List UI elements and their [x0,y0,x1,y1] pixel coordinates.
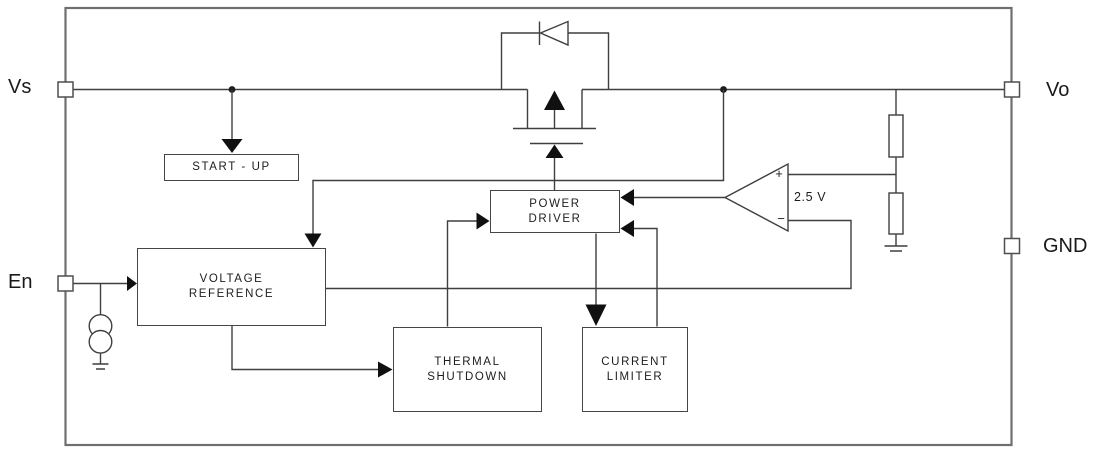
thermal-shutdown-label-line2: SHUTDOWN [427,370,508,383]
driver-to-limiter-wire [585,233,607,326]
power-driver-label-line2: DRIVER [528,212,582,225]
current-limiter-block: CURRENT LIMITER [582,327,688,412]
amp-output-wire [620,189,725,206]
thermal-shutdown-block: THERMAL SHUTDOWN [393,327,542,412]
current-limiter-label-line1: CURRENT [601,355,669,368]
amp-noninverting-sign: + [775,166,783,181]
reference-output-wire [326,219,852,290]
vs-pin [57,81,74,98]
amp-inverting-sign: − [777,211,785,226]
voltage-reference-label-line1: VOLTAGE [199,273,264,285]
en-pin-label: En [8,271,33,293]
enable-wire [73,276,137,291]
vs-pin-label: Vs [8,76,32,98]
body-diode [500,20,610,90]
reference-voltage-label: 2.5 V [794,190,827,204]
vo-pin [1003,81,1021,98]
outer-boundary [64,6,1013,447]
voltage-reference-block: VOLTAGE REFERENCE [137,248,326,326]
power-driver-label-line1: POWER [529,197,581,210]
thermal-feed-wire [231,326,393,378]
output-sense-wire [304,89,725,248]
vo-pin-label: Vo [1046,79,1070,101]
error-amplifier [723,162,789,233]
current-limiter-label-line2: LIMITER [606,370,664,383]
startup-label: START - UP [192,161,271,173]
startup-block: START - UP [164,154,299,181]
voltage-reference-label-line2: REFERENCE [188,288,275,300]
feedback-resistor-top [888,114,904,158]
bias-current-source [88,283,113,370]
thermal-shutdown-label-line1: THERMAL [434,355,501,368]
feedback-divider [788,89,908,252]
limiter-to-driver-wire [620,220,658,327]
thermal-to-driver-wire [446,212,490,327]
gnd-pin-label: GND [1043,235,1088,257]
power-driver-block: POWER DRIVER [490,190,620,233]
gnd-pin [1003,237,1021,255]
en-pin [57,275,74,292]
feedback-resistor-bottom [888,192,904,235]
supply-rail-wire [66,86,1011,93]
pass-transistor [513,89,596,191]
startup-feed-wire [221,89,243,153]
